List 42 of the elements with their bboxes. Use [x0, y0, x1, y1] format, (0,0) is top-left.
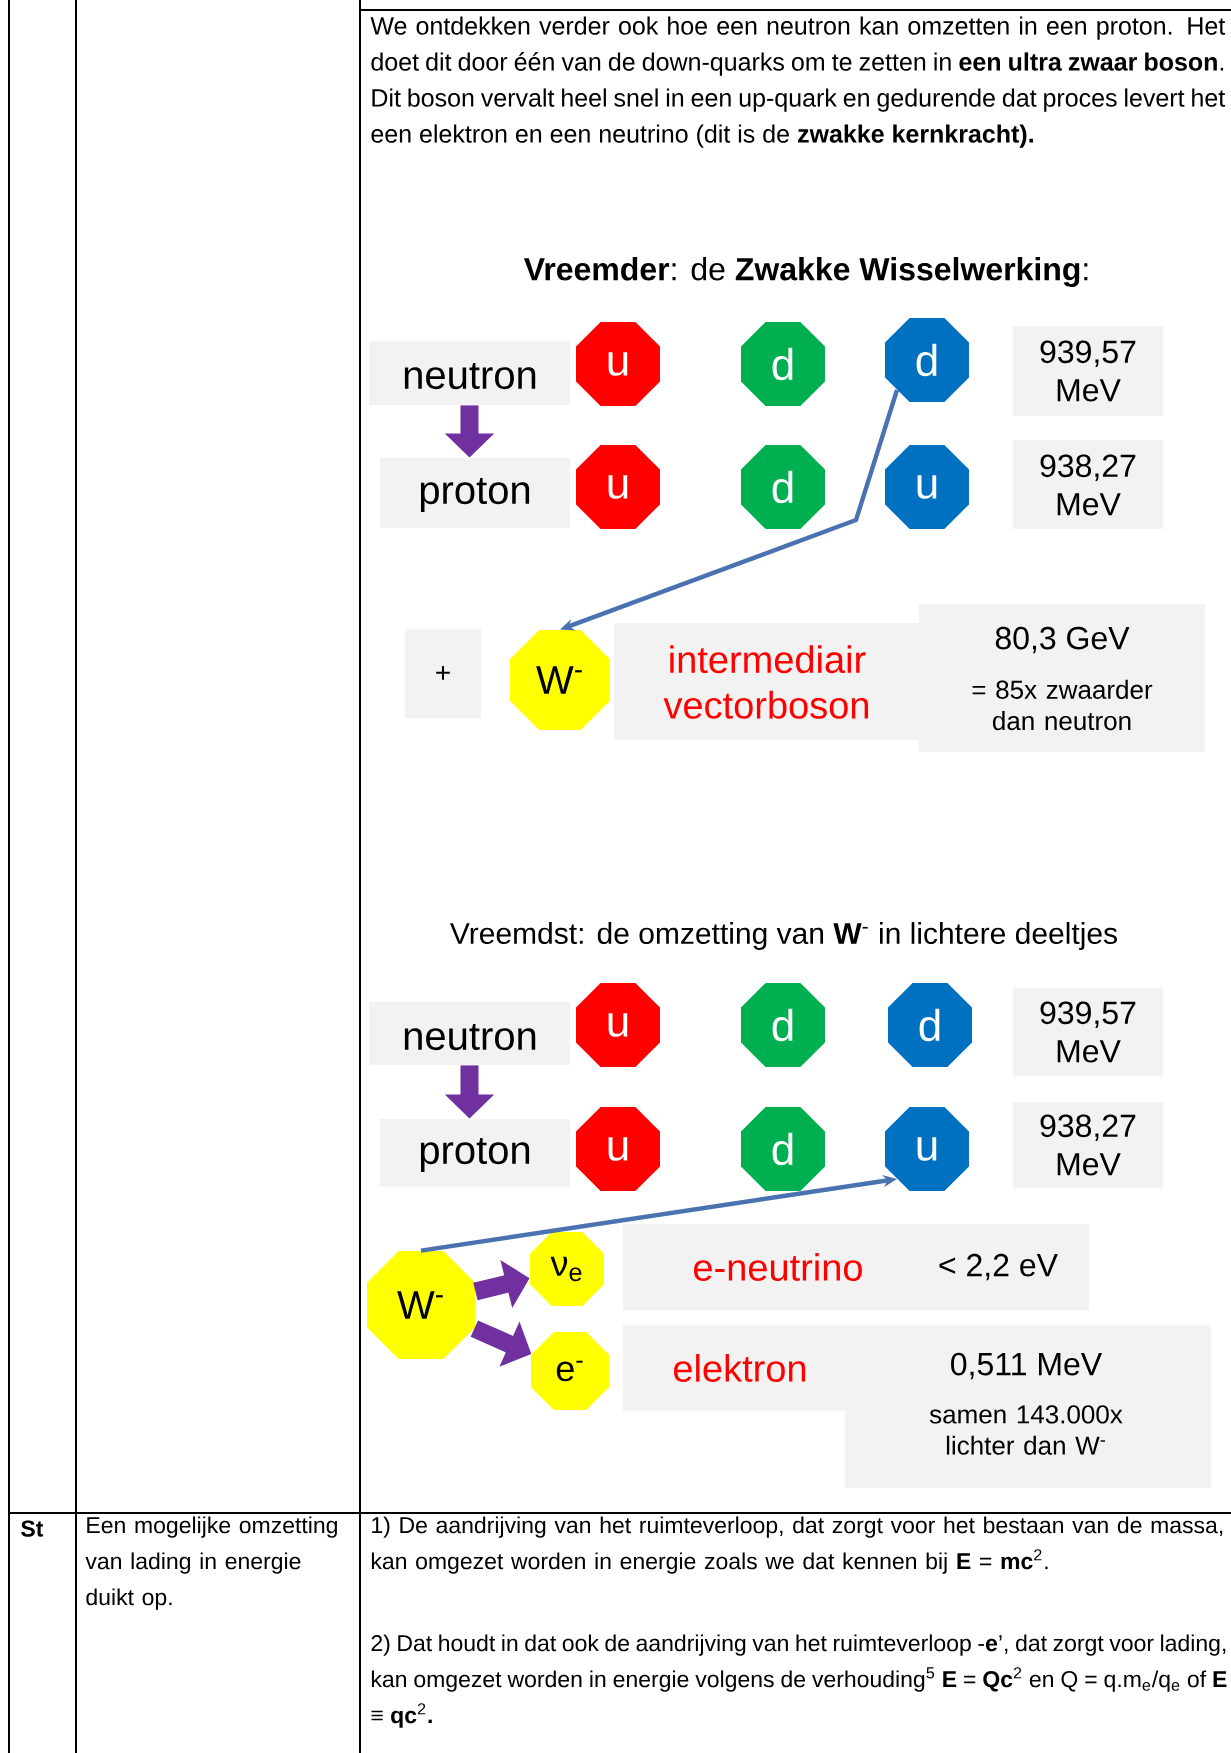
- particle-octagon: W$^{-}$: [367, 1251, 475, 1359]
- quark-octagon: u: [576, 983, 660, 1067]
- text-box: +: [405, 629, 481, 718]
- text-box: 80,3 GeV = 85x zwaarder dan neutron: [919, 604, 1205, 752]
- text-box: e-neutrino < 2,2 eV: [623, 1224, 1089, 1310]
- quark-octagon: d: [741, 1107, 825, 1191]
- quark-octagon: u: [576, 445, 660, 529]
- quark-octagon: d: [885, 318, 969, 402]
- quark-octagon: d: [741, 322, 825, 406]
- text-box: neutron: [369, 341, 570, 405]
- row-code: St: [21, 1520, 44, 1537]
- node-label: elektron: [674, 1354, 806, 1382]
- text-box: 939,57 MeV: [1013, 988, 1163, 1076]
- particle-octagon: W$^{-}$: [510, 630, 610, 730]
- paragraph: We ontdekken verder ook hoe een neutron kan omzetten in een proton. Het doet dit door één van de down-quarks om te zetten in een ultra zwaar boson. Dit boson vervalt heel snel in een up-quark en gedurende dat proces levert het een elektron en een neutrino (dit is de zwakke kernkracht).: [370, 16, 1226, 148]
- heading: Vreemder: de Zwakke Wisselwerking:: [523, 257, 1088, 287]
- particle-octagon: ν$_{e}$: [530, 1232, 604, 1306]
- heading: Vreemdst: de omzetting van W$^{-}$ in lichtere deeltjes: [450, 922, 1117, 950]
- quark-octagon: u: [576, 1107, 660, 1191]
- node-label: samen 143.000x lichter dan W$^{-}$: [929, 1405, 1123, 1455]
- quark-octagon: d: [741, 983, 825, 1067]
- text-box: 938,27 MeV: [1013, 1102, 1163, 1188]
- quark-octagon: u: [576, 322, 660, 406]
- paragraph: 2) Dat houdt in dat ook de aandrijving van het ruimteverloop -e’, dat zorgt voor lading, kan omgezet worden in energie volgens de verhouding$^{5}$ E = Qc$^{2}$ en Q = q.m$_{e}$/q$_{e}$ of E ≡ qc$^{2}$.: [371, 1634, 1227, 1728]
- paragraph: Een mogelijke omzetting van lading in energie duikt op.: [85, 1516, 337, 1610]
- text-box: proton: [380, 458, 570, 528]
- node-label: = 85x zwaarder dan neutron: [972, 679, 1153, 731]
- quark-octagon: d: [741, 445, 825, 529]
- text-box: intermediair vectorboson: [614, 623, 919, 740]
- text-box: proton: [380, 1119, 570, 1187]
- quark-octagon: d: [888, 983, 972, 1067]
- node-label: 80,3 GeV: [995, 626, 1130, 654]
- node-label: 0,511 MeV: [951, 1352, 1103, 1380]
- paragraph: 1) De aandrijving van het ruimteverloop, dat zorgt voor het bestaan van de massa, kan omgezet worden in energie zoals we dat kennen bij E = mc$^{2}$.: [371, 1516, 1223, 1574]
- text-box: elektron: [623, 1325, 845, 1411]
- text-box: 939,57 MeV: [1013, 326, 1163, 416]
- node-label: intermediair vectorboson: [663, 645, 869, 719]
- text-box: 938,27 MeV: [1013, 440, 1163, 529]
- quark-octagon: u: [885, 1107, 969, 1191]
- text-box: neutron: [369, 1002, 570, 1065]
- particle-octagon: e$^{-}$: [531, 1332, 609, 1410]
- quark-octagon: u: [885, 445, 969, 529]
